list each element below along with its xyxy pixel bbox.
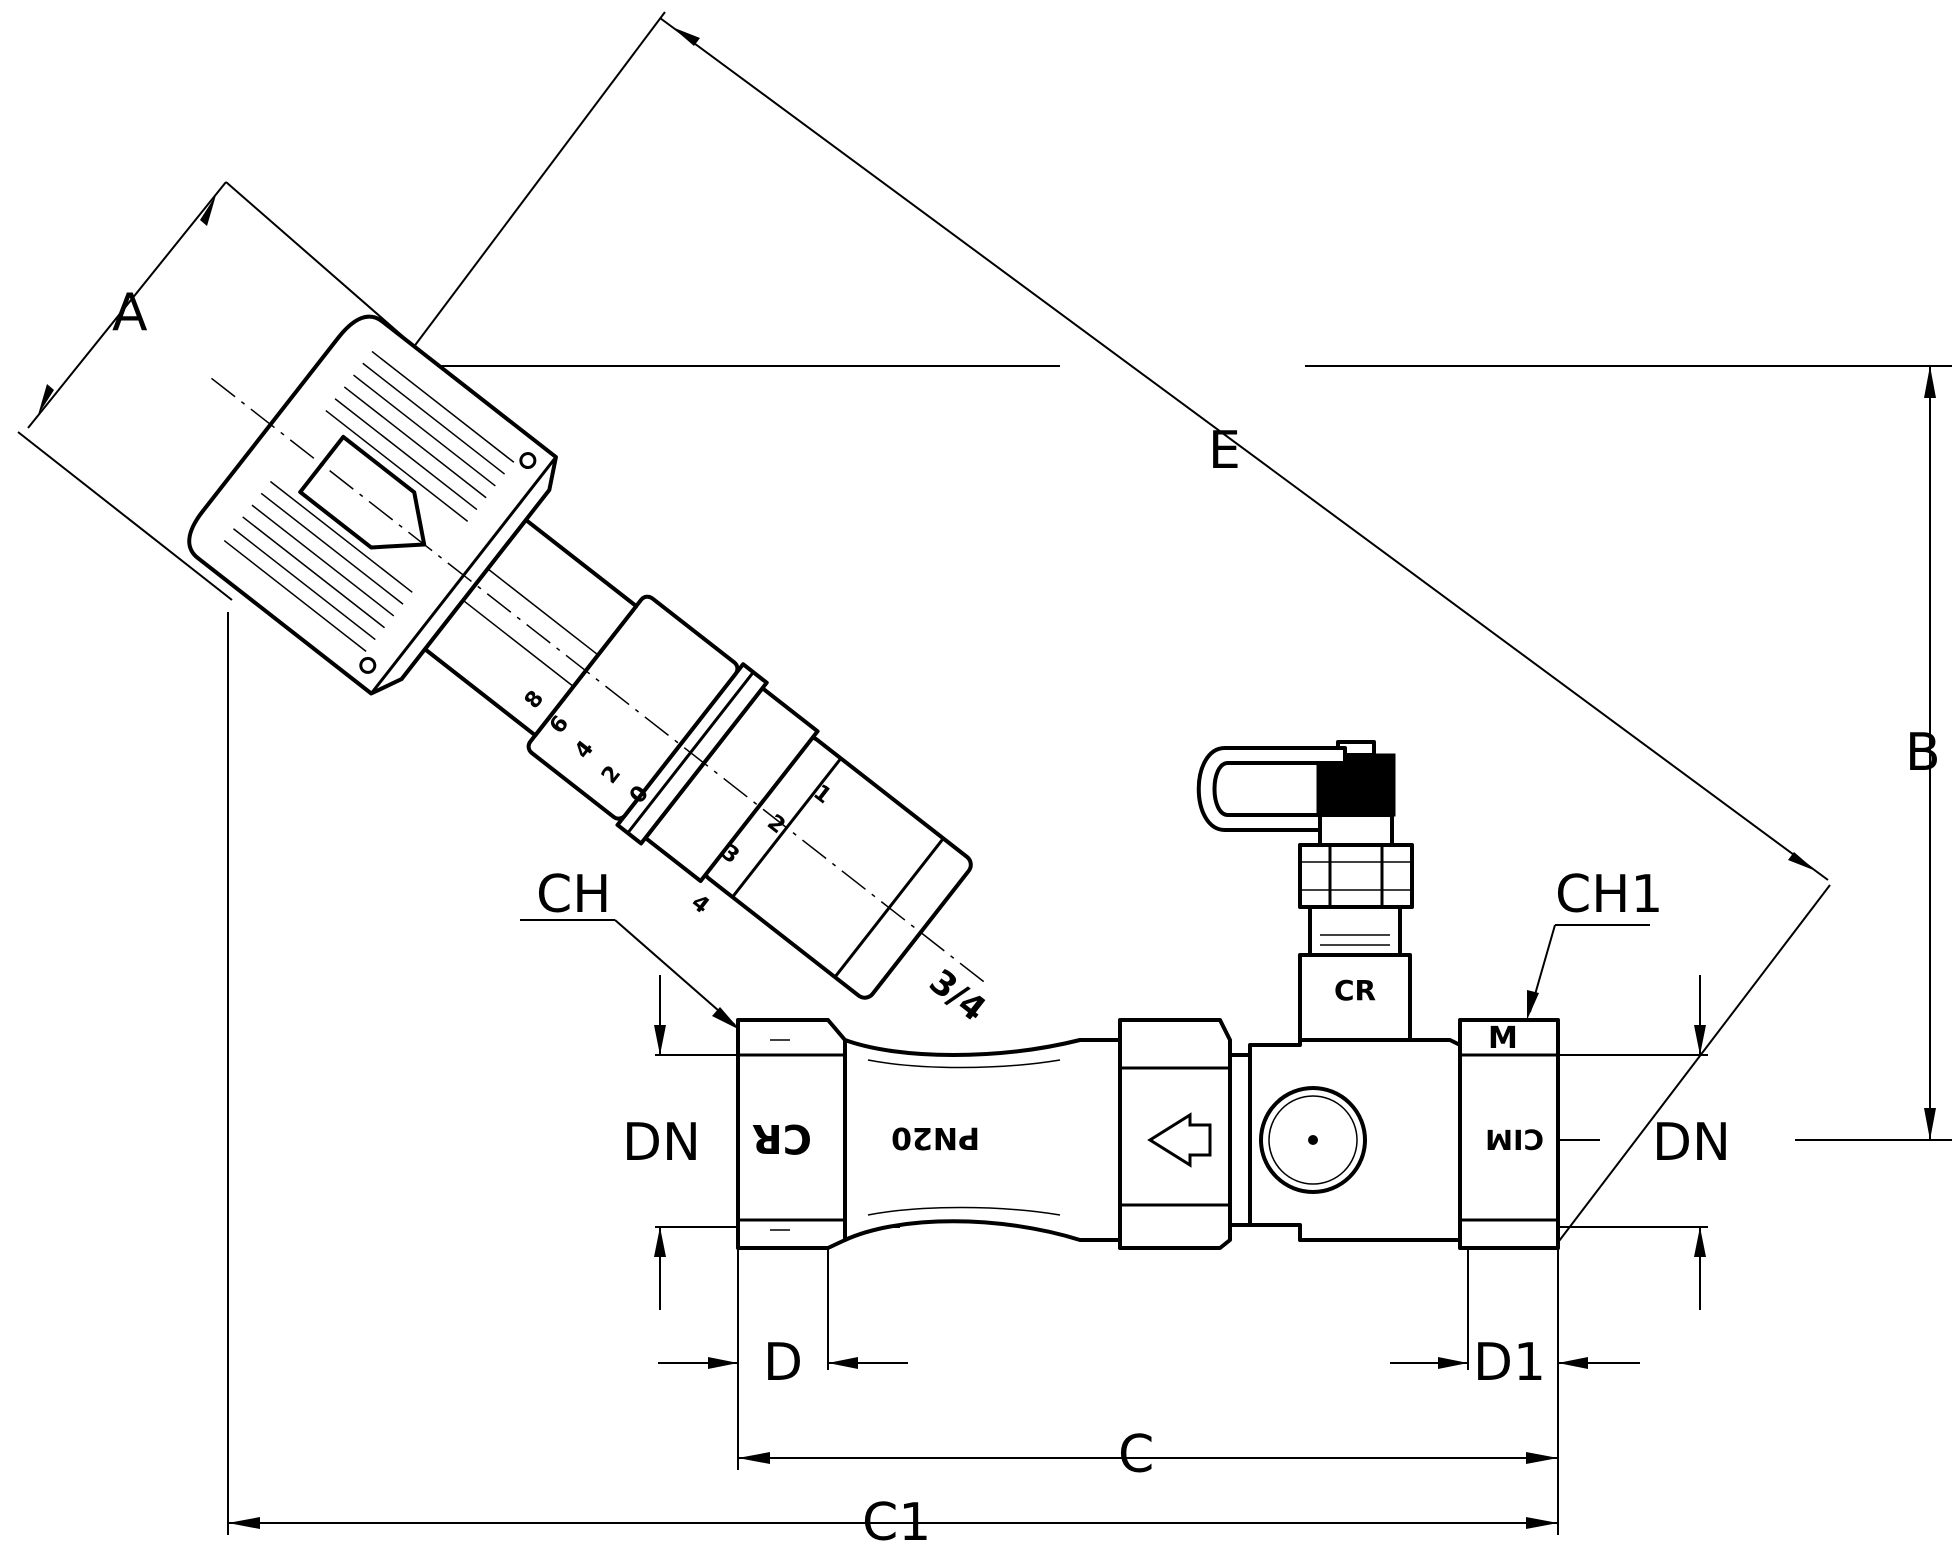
marking-m: M <box>1488 1021 1518 1056</box>
dim-label-c1: C1 <box>862 1493 931 1553</box>
logo-cim-right: CIM <box>1485 1123 1544 1156</box>
handwheel-pointer-icon <box>298 434 427 550</box>
cap-strap-icon <box>1196 746 1347 832</box>
scale-outer-4: 4 <box>686 890 713 919</box>
dim-label-ch1: CH1 <box>1555 865 1664 925</box>
dim-label-a: A <box>112 283 148 343</box>
dim-label-c: C <box>1118 1425 1154 1485</box>
flow-arrow-icon <box>1147 1112 1212 1168</box>
marking-size: 3/4 <box>922 962 994 1030</box>
dim-label-e: E <box>1208 421 1241 481</box>
valve-body <box>736 1018 1560 1250</box>
dim-label-b: B <box>1905 723 1941 783</box>
dim-label-d: D <box>763 1333 803 1393</box>
logo-cr-port: CR <box>1334 974 1376 1007</box>
measuring-port <box>1196 740 1414 1042</box>
dimension-labels: A E B CH CH1 DN DN D D1 C C1 <box>112 283 1941 1553</box>
dim-label-ch: CH <box>536 865 611 925</box>
dim-label-dn-left: DN <box>622 1113 701 1173</box>
marking-pressure: PN20 <box>891 1120 980 1155</box>
bonnet-assembly <box>187 314 985 1000</box>
dimension-lines <box>17 11 1952 1535</box>
dim-label-d1: D1 <box>1473 1333 1546 1393</box>
logo-cr-left: CR <box>752 1115 812 1161</box>
dim-label-dn-right: DN <box>1652 1113 1731 1173</box>
